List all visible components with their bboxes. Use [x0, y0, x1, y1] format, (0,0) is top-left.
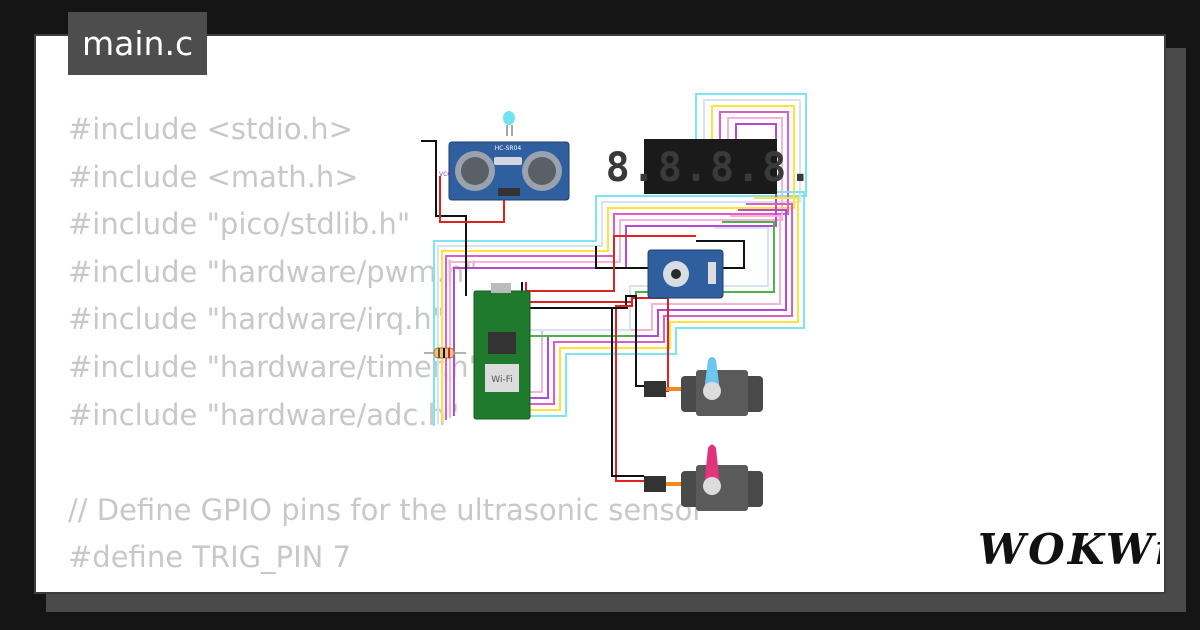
- code-line: #include "pico/stdlib.h": [68, 207, 411, 242]
- servo-top: [644, 357, 763, 416]
- logo-text: WOKWi: [978, 525, 1160, 574]
- ultrasonic-label: HC-SR04: [495, 145, 522, 152]
- pico-board: [473, 283, 531, 420]
- code-line: #include "hardware/irq.h": [68, 302, 446, 337]
- servo-bottom: [644, 444, 763, 511]
- code-line: #include "hardware/adc.h": [68, 397, 460, 432]
- code-line: #include "hardware/timer.h": [68, 349, 483, 384]
- code-preview: #include <stdio.h> #include <math.h> #in…: [68, 106, 704, 592]
- wokwi-logo: WOKWi: [978, 525, 1160, 574]
- code-line: #define TRIG_PIN 7: [68, 540, 352, 575]
- circuit-diagram: HC-SR04 VCC 8.8.8.8. Wi-Fi: [421, 93, 815, 511]
- led: [503, 111, 515, 136]
- preview-card: #include <stdio.h> #include <math.h> #in…: [34, 34, 1166, 594]
- vcc-label: VCC: [439, 171, 451, 178]
- sensor-module: [647, 249, 724, 299]
- display-digits: 8.8.8.8.: [606, 145, 815, 191]
- resistor: [424, 347, 466, 359]
- code-line: #define ECHO_PIN 6: [68, 582, 704, 592]
- code-line: #include <math.h>: [68, 159, 359, 194]
- board-label: Wi-Fi: [491, 375, 512, 385]
- file-tab[interactable]: main.c: [68, 12, 208, 75]
- seven-segment-display: [644, 139, 777, 194]
- code-line: #include "hardware/pwm.h": [68, 254, 478, 289]
- code-line: #include <stdio.h>: [68, 112, 353, 146]
- ultrasonic-sensor: [448, 141, 570, 201]
